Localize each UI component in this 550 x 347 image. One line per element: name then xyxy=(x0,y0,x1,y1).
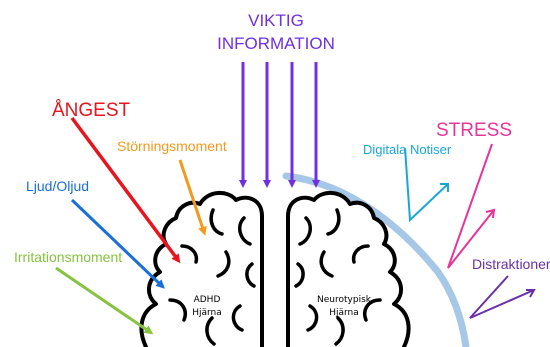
stress-label: STRESS xyxy=(436,120,512,141)
neurotypical-brain-label-line1: Neurotypisk xyxy=(317,295,372,305)
top-label-line2: INFORMATION xyxy=(217,34,335,53)
brain-right-hemisphere xyxy=(286,191,411,347)
storningsmoment-label: Störningsmoment xyxy=(117,138,227,154)
irritation-label: Irritationsmoment xyxy=(14,249,122,265)
stress-deflect-arrow xyxy=(447,143,496,269)
neurotypical-brain-label-line2: Hjärna xyxy=(329,308,359,318)
notiser-deflect-arrow xyxy=(404,147,449,223)
brain-left-hemisphere xyxy=(139,191,264,347)
brain-left-folds xyxy=(168,208,256,346)
angest-label: ÅNGEST xyxy=(52,100,131,121)
ljud-arrow xyxy=(70,198,165,289)
angest-arrow xyxy=(70,116,181,264)
shield-arc xyxy=(282,172,470,347)
distraktioner-deflect-arrow xyxy=(469,275,536,319)
adhd-brain-label-line2: Hjärna xyxy=(192,308,222,318)
top-label-line1: VIKTIG xyxy=(248,11,304,30)
notiser-label: Digitala Notiser xyxy=(363,142,452,157)
information-arrows xyxy=(239,62,320,188)
brain-right-folds xyxy=(294,208,382,346)
distraktioner-label: Distraktioner xyxy=(472,256,550,272)
ljud-label: Ljud/Oljud xyxy=(26,178,89,194)
adhd-brain-label-line1: ADHD xyxy=(194,295,221,305)
storningsmoment-arrow xyxy=(178,159,207,236)
irritation-arrow xyxy=(55,266,154,335)
